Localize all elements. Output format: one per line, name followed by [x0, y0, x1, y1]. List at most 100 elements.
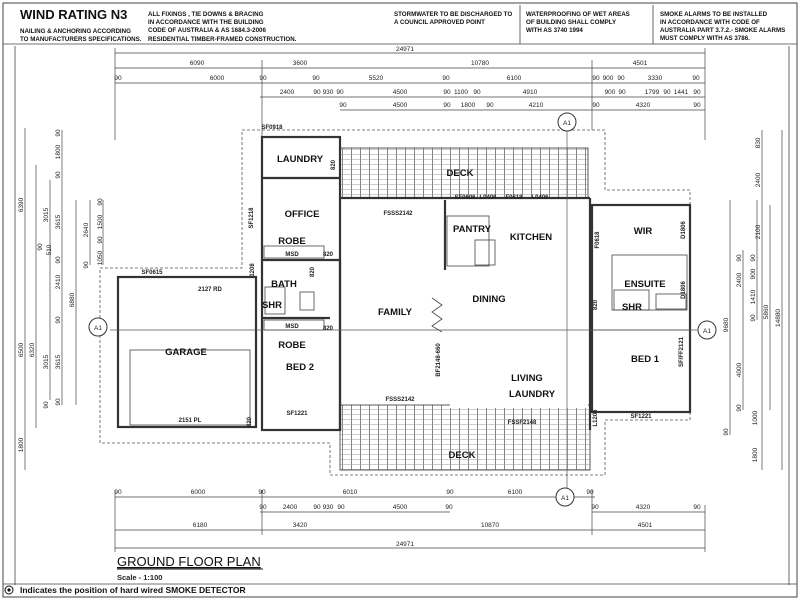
dimension-label: 90 — [313, 89, 321, 96]
dimension-label: 90 — [617, 75, 625, 82]
dimension-label: 1500 — [97, 214, 104, 229]
room-kitchen: KITCHEN — [510, 232, 552, 243]
svg-text:A1: A1 — [561, 495, 569, 502]
dimension-label: 3015 — [43, 354, 50, 369]
dimension-label: 90 — [750, 314, 757, 322]
svg-text:A1: A1 — [703, 328, 711, 335]
header-notes: WIND RATING N3 NAILING & ANCHORING ACCOR… — [3, 5, 797, 45]
dimension-label: 90 — [592, 75, 600, 82]
dimension-label: 1800 — [752, 447, 759, 462]
waterproofing-note: WITH AS 3740 1994 — [526, 27, 583, 34]
room-dining: DINING — [472, 294, 505, 305]
dimension-label: 1800 — [461, 102, 476, 109]
dimension-label: 90 — [486, 102, 494, 109]
room-bath: BATH — [271, 279, 297, 290]
dimension-label: 6010 — [343, 489, 358, 496]
dimension-label: 90 — [586, 489, 594, 496]
dimension-label: 90 — [337, 504, 345, 511]
dimension-label: 4500 — [393, 89, 408, 96]
dimension-label: 1100 — [454, 89, 468, 96]
waterproofing-note: OF BUILDING SHALL COMPLY — [526, 19, 617, 26]
dimension-lines — [24, 48, 783, 552]
dimension-label: 90 — [114, 489, 122, 496]
room-pantry: PANTRY — [453, 224, 492, 235]
smoke-alarm-note: IN ACCORDANCE WITH CODE OF — [660, 19, 760, 26]
room-shower: SHR — [262, 300, 282, 311]
svg-text:A1: A1 — [94, 325, 102, 332]
dimension-label: 2400 — [283, 504, 298, 511]
dimension-label: 4500 — [393, 504, 408, 511]
dimension-label: 14880 — [775, 309, 782, 327]
dimension-label: 6180 — [193, 522, 208, 529]
svg-text:SF0918: SF0918 — [261, 125, 283, 131]
smoke-alarm-note: AUSTRALIA PART 3.7.2.- SMOKE ALARMS — [660, 27, 785, 34]
dimension-label: 90 — [618, 89, 626, 96]
dimension-label: 3015 — [43, 207, 50, 222]
dimension-label: 90 — [443, 102, 451, 109]
dimension-label: 2410 — [55, 274, 62, 289]
dimension-label: 1800 — [55, 144, 62, 159]
room-robe: ROBE — [278, 340, 305, 351]
waterproofing-note: WATERPROOFING OF WET AREAS — [526, 11, 630, 18]
room-shower: SHR — [622, 302, 642, 313]
dimension-label: 5860 — [763, 304, 770, 319]
dimension-label: 1800 — [18, 437, 25, 452]
dimension-label: 4501 — [633, 60, 648, 67]
dimension-label: 90 — [723, 428, 730, 436]
dimension-label: 90 — [473, 89, 481, 96]
dimension-label: 90 — [55, 171, 62, 179]
dimension-label: 90 — [336, 89, 344, 96]
dimension-label: 90 — [313, 504, 321, 511]
dimension-label: 4210 — [529, 102, 544, 109]
dimension-label: 2400 — [736, 272, 743, 287]
section-marker: A1 — [697, 320, 717, 340]
dimension-label: 6000 — [191, 489, 206, 496]
wind-rating-line: NAILING & ANCHORING ACCORDING — [20, 28, 131, 35]
svg-text:820: 820 — [593, 299, 599, 310]
dimension-label: 3615 — [55, 354, 62, 369]
eave-outlines — [99, 129, 691, 476]
smoke-alarm-note: MUST COMPLY WITH AS 3786. — [660, 35, 750, 42]
dimension-label: 4320 — [636, 504, 651, 511]
room-garage: GARAGE — [165, 347, 207, 358]
smoke-alarm-note: SMOKE ALARMS TO BE INSTALLED — [660, 11, 768, 18]
smoke-detector-icon — [4, 585, 14, 595]
svg-text:D1806: D1806 — [681, 221, 687, 239]
svg-text:F0618: F0618 — [505, 195, 523, 201]
dimension-label: 10870 — [481, 522, 499, 529]
section-marker: A1 — [88, 317, 108, 337]
smoke-detector-note: Indicates the position of hard wired SMO… — [20, 585, 246, 595]
svg-text:820: 820 — [310, 266, 316, 277]
dimension-label: 90 — [591, 504, 599, 511]
section-marker: A1 — [555, 487, 575, 507]
dimension-label: 3420 — [293, 522, 308, 529]
dimension-label: 90 — [736, 404, 743, 412]
dimension-label: 90 — [445, 504, 453, 511]
svg-text:FSSS2142: FSSS2142 — [385, 397, 415, 403]
dimension-label: 9680 — [723, 317, 730, 332]
svg-text:L0406: L0406 — [479, 195, 497, 201]
dimension-label: 90 — [55, 316, 62, 324]
dimension-label: 3600 — [293, 60, 308, 67]
dimension-label: 90 — [259, 504, 267, 511]
svg-text:820: 820 — [331, 159, 337, 170]
svg-text:MSD: MSD — [285, 252, 299, 258]
dimension-label: 6000 — [210, 75, 225, 82]
dimension-label: 900 — [605, 89, 616, 96]
svg-text:BF2148-660: BF2148-660 — [436, 343, 442, 377]
dimension-label: 900 — [750, 268, 757, 279]
svg-text:L1206: L1206 — [593, 409, 599, 427]
dimension-label: 6880 — [69, 292, 76, 307]
dimension-label: 90 — [663, 89, 671, 96]
deck-top — [339, 147, 589, 199]
fixings-note: ALL FIXINGS , TIE DOWNS & BRACING — [148, 11, 264, 18]
deck-label: DECK — [449, 450, 476, 461]
svg-text:SF1221: SF1221 — [286, 411, 308, 417]
room-family: FAMILY — [378, 307, 413, 318]
dimension-label: 4000 — [736, 362, 743, 377]
dimension-label: 3615 — [55, 214, 62, 229]
dimension-label: 6090 — [190, 60, 205, 67]
dimension-label: 3330 — [648, 75, 663, 82]
